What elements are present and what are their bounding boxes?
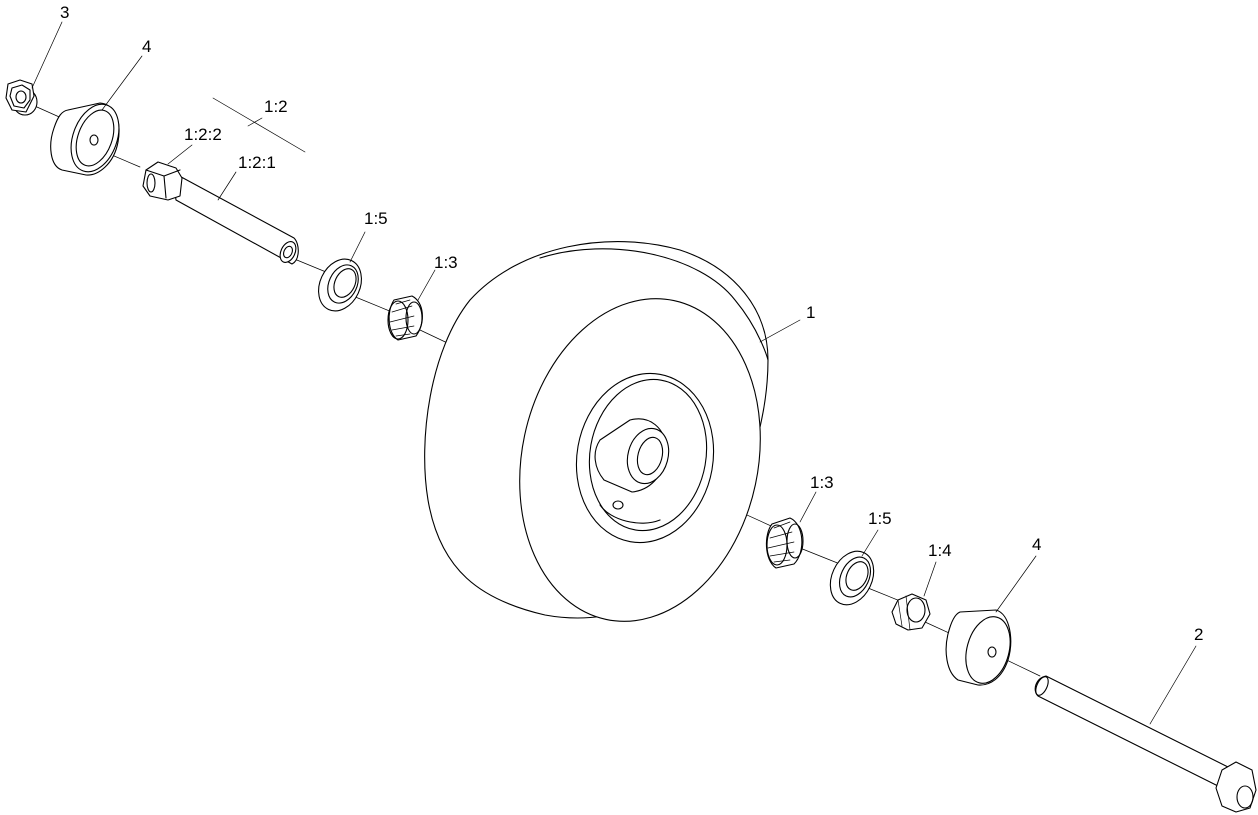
- callout-1: 1: [806, 303, 815, 322]
- callout-1-2: 1:2: [264, 97, 288, 116]
- leader-lines: [31, 21, 1197, 725]
- callout-1-2-2: 1:2:2: [184, 125, 222, 144]
- callout-2: 2: [1194, 625, 1203, 644]
- callout-1-5-top: 1:5: [364, 209, 388, 228]
- axle-bolt-long: [1034, 675, 1257, 813]
- wheel-tire-assembly: [424, 241, 769, 622]
- callout-1-4: 1:4: [928, 541, 952, 560]
- spacer-cap-bottom: [945, 609, 1012, 686]
- bearing-cup-bottom: [829, 550, 875, 606]
- callout-4-top: 4: [142, 37, 151, 56]
- bearing-cone-bottom: [765, 517, 804, 569]
- flange-nut: [5, 79, 38, 116]
- bearing-cup-top: [318, 258, 362, 312]
- callout-3: 3: [60, 3, 69, 22]
- callout-4-bottom: 4: [1032, 535, 1041, 554]
- callout-1-3-bottom: 1:3: [810, 473, 834, 492]
- bearing-cone-top: [387, 295, 423, 341]
- callout-1-3-top: 1:3: [434, 253, 458, 272]
- axle-bolt-short: [142, 161, 299, 265]
- callout-1-2-1: 1:2:1: [238, 153, 276, 172]
- spacer-bushing: [891, 593, 931, 631]
- spacer-cap-top: [50, 102, 120, 176]
- callout-1-5-bottom: 1:5: [868, 509, 892, 528]
- callout-labels: 3 4 1:2 1:2:2 1:2:1 1:5 1:3 1 1:3 1:5 1:…: [60, 3, 1203, 644]
